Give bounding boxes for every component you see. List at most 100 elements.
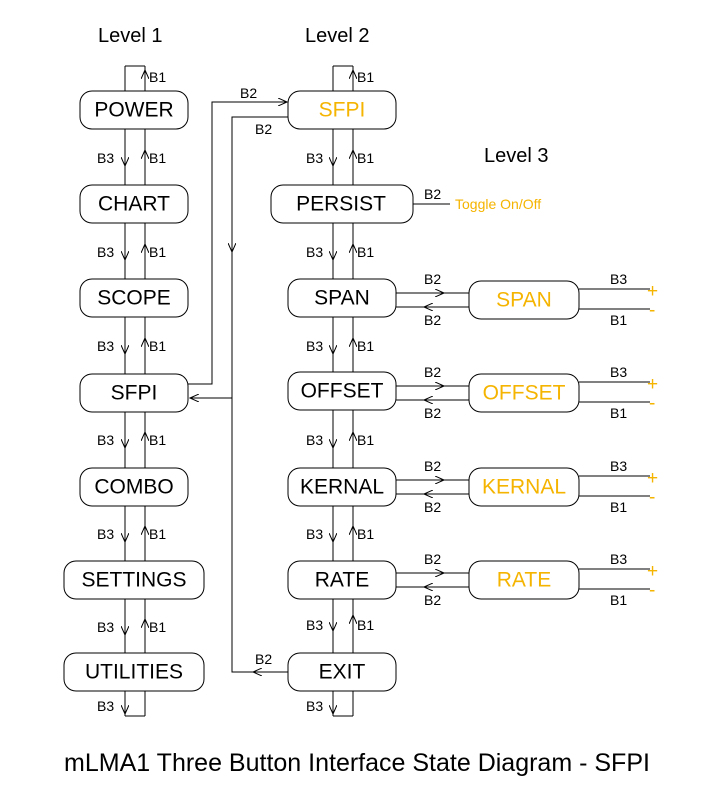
- level1-state-combo[interactable]: COMBO: [79, 467, 189, 507]
- svg-text:B3: B3: [306, 150, 323, 166]
- level1-state-scope[interactable]: SCOPE: [79, 278, 189, 318]
- svg-text:B3: B3: [306, 338, 323, 354]
- level2-arrows: [333, 70, 353, 714]
- level1-state-sfpi[interactable]: SFPI: [79, 373, 189, 413]
- svg-text:-: -: [649, 393, 655, 414]
- svg-text:RATE: RATE: [315, 569, 369, 592]
- svg-text:B3: B3: [306, 526, 323, 542]
- svg-text:B1: B1: [357, 526, 374, 542]
- b3-label: B3: [97, 338, 114, 354]
- level3-header: Level 3: [484, 145, 549, 167]
- svg-text:KERNAL: KERNAL: [300, 476, 384, 499]
- svg-text:B1: B1: [357, 338, 374, 354]
- svg-text:UTILITIES: UTILITIES: [85, 661, 183, 684]
- svg-text:B2: B2: [424, 499, 441, 515]
- persist-toggle: B2 Toggle On/Off: [413, 186, 541, 212]
- level3-state-kernal[interactable]: KERNAL: [468, 467, 580, 507]
- svg-text:B1: B1: [610, 312, 627, 328]
- svg-text:RATE: RATE: [497, 569, 551, 592]
- svg-text:B3: B3: [610, 458, 627, 474]
- svg-text:PERSIST: PERSIST: [296, 193, 386, 216]
- svg-text:B2: B2: [424, 271, 441, 287]
- level2-state-sfpi[interactable]: SFPI: [287, 90, 397, 130]
- svg-text:-: -: [649, 580, 655, 601]
- level1-state-power[interactable]: POWER: [79, 90, 189, 130]
- b3-label: B3: [97, 150, 114, 166]
- svg-text:+: +: [647, 561, 658, 582]
- svg-text:B2: B2: [255, 651, 272, 667]
- level2-state-kernal[interactable]: KERNAL: [287, 467, 397, 507]
- svg-text:B1: B1: [357, 617, 374, 633]
- svg-text:EXIT: EXIT: [319, 661, 366, 684]
- b1-label: B1: [149, 432, 166, 448]
- b1-label: B1: [149, 69, 166, 85]
- level1-state-utilities[interactable]: UTILITIES: [63, 652, 205, 692]
- diagram-title: mLMA1 Three Button Interface State Diagr…: [64, 749, 650, 777]
- level3-state-span[interactable]: SPAN: [468, 280, 580, 320]
- span-labels: B2 B2 B3 B1 + -: [424, 271, 658, 328]
- b1-label: B1: [149, 338, 166, 354]
- svg-text:B1: B1: [610, 592, 627, 608]
- svg-text:B3: B3: [610, 271, 627, 287]
- svg-text:B3: B3: [306, 698, 323, 714]
- svg-text:+: +: [647, 281, 658, 302]
- svg-text:B1: B1: [357, 69, 374, 85]
- svg-text:B2: B2: [424, 592, 441, 608]
- svg-text:B2: B2: [255, 121, 272, 137]
- level2-state-span[interactable]: SPAN: [287, 278, 397, 318]
- rate-connectors: [396, 568, 650, 589]
- level3-state-offset[interactable]: OFFSET: [468, 373, 580, 413]
- svg-text:SCOPE: SCOPE: [97, 287, 171, 310]
- svg-text:B3: B3: [306, 244, 323, 260]
- level2-header: Level 2: [305, 25, 370, 47]
- svg-text:OFFSET: OFFSET: [301, 380, 384, 403]
- sfpi-connectors: [188, 102, 288, 672]
- svg-text:B1: B1: [610, 499, 627, 515]
- level2-state-persist[interactable]: PERSIST: [270, 184, 414, 224]
- svg-text:OFFSET: OFFSET: [483, 382, 566, 405]
- b3-label: B3: [97, 698, 114, 714]
- toggle-label: Toggle On/Off: [455, 196, 541, 212]
- svg-text:SPAN: SPAN: [314, 287, 370, 310]
- svg-text:SFPI: SFPI: [319, 99, 366, 122]
- svg-text:B2: B2: [424, 364, 441, 380]
- svg-text:B3: B3: [306, 617, 323, 633]
- svg-text:B1: B1: [357, 432, 374, 448]
- b3-label: B3: [97, 432, 114, 448]
- svg-text:KERNAL: KERNAL: [482, 476, 566, 499]
- level3-state-rate[interactable]: RATE: [468, 560, 580, 600]
- level2-state-exit[interactable]: EXIT: [287, 652, 397, 692]
- svg-text:B1: B1: [610, 405, 627, 421]
- svg-text:B2: B2: [424, 312, 441, 328]
- svg-text:B2: B2: [424, 186, 441, 202]
- level1-button-labels: B1 B3 B1 B3 B1 B3 B1 B3 B1 B3 B1 B3 B1 B…: [97, 69, 166, 714]
- svg-text:COMBO: COMBO: [94, 476, 173, 499]
- b1-label: B1: [149, 244, 166, 260]
- b3-label: B3: [97, 244, 114, 260]
- rate-labels: B2 B2 B3 B1 + -: [424, 551, 658, 608]
- svg-text:B3: B3: [610, 364, 627, 380]
- svg-text:SFPI: SFPI: [111, 382, 158, 405]
- svg-text:B2: B2: [240, 85, 257, 101]
- b1-label: B1: [149, 619, 166, 635]
- level1-header: Level 1: [98, 25, 163, 47]
- level2-state-offset[interactable]: OFFSET: [287, 371, 397, 411]
- svg-text:B2: B2: [424, 551, 441, 567]
- svg-text:SPAN: SPAN: [496, 289, 552, 312]
- offset-labels: B2 B2 B3 B1 + -: [424, 364, 658, 421]
- svg-text:POWER: POWER: [94, 99, 173, 122]
- svg-text:B2: B2: [424, 405, 441, 421]
- svg-text:SETTINGS: SETTINGS: [81, 569, 186, 592]
- kernal-labels: B2 B2 B3 B1 + -: [424, 458, 658, 515]
- b3-label: B3: [97, 526, 114, 542]
- svg-text:+: +: [647, 468, 658, 489]
- sfpi-connector-labels: B2 B2 B2: [240, 85, 272, 667]
- level1-state-settings[interactable]: SETTINGS: [63, 560, 205, 600]
- offset-connectors: [396, 381, 650, 402]
- svg-text:B1: B1: [357, 150, 374, 166]
- level1-state-chart[interactable]: CHART: [79, 184, 189, 224]
- svg-text:+: +: [647, 374, 658, 395]
- level2-state-rate[interactable]: RATE: [287, 560, 397, 600]
- svg-text:B3: B3: [610, 551, 627, 567]
